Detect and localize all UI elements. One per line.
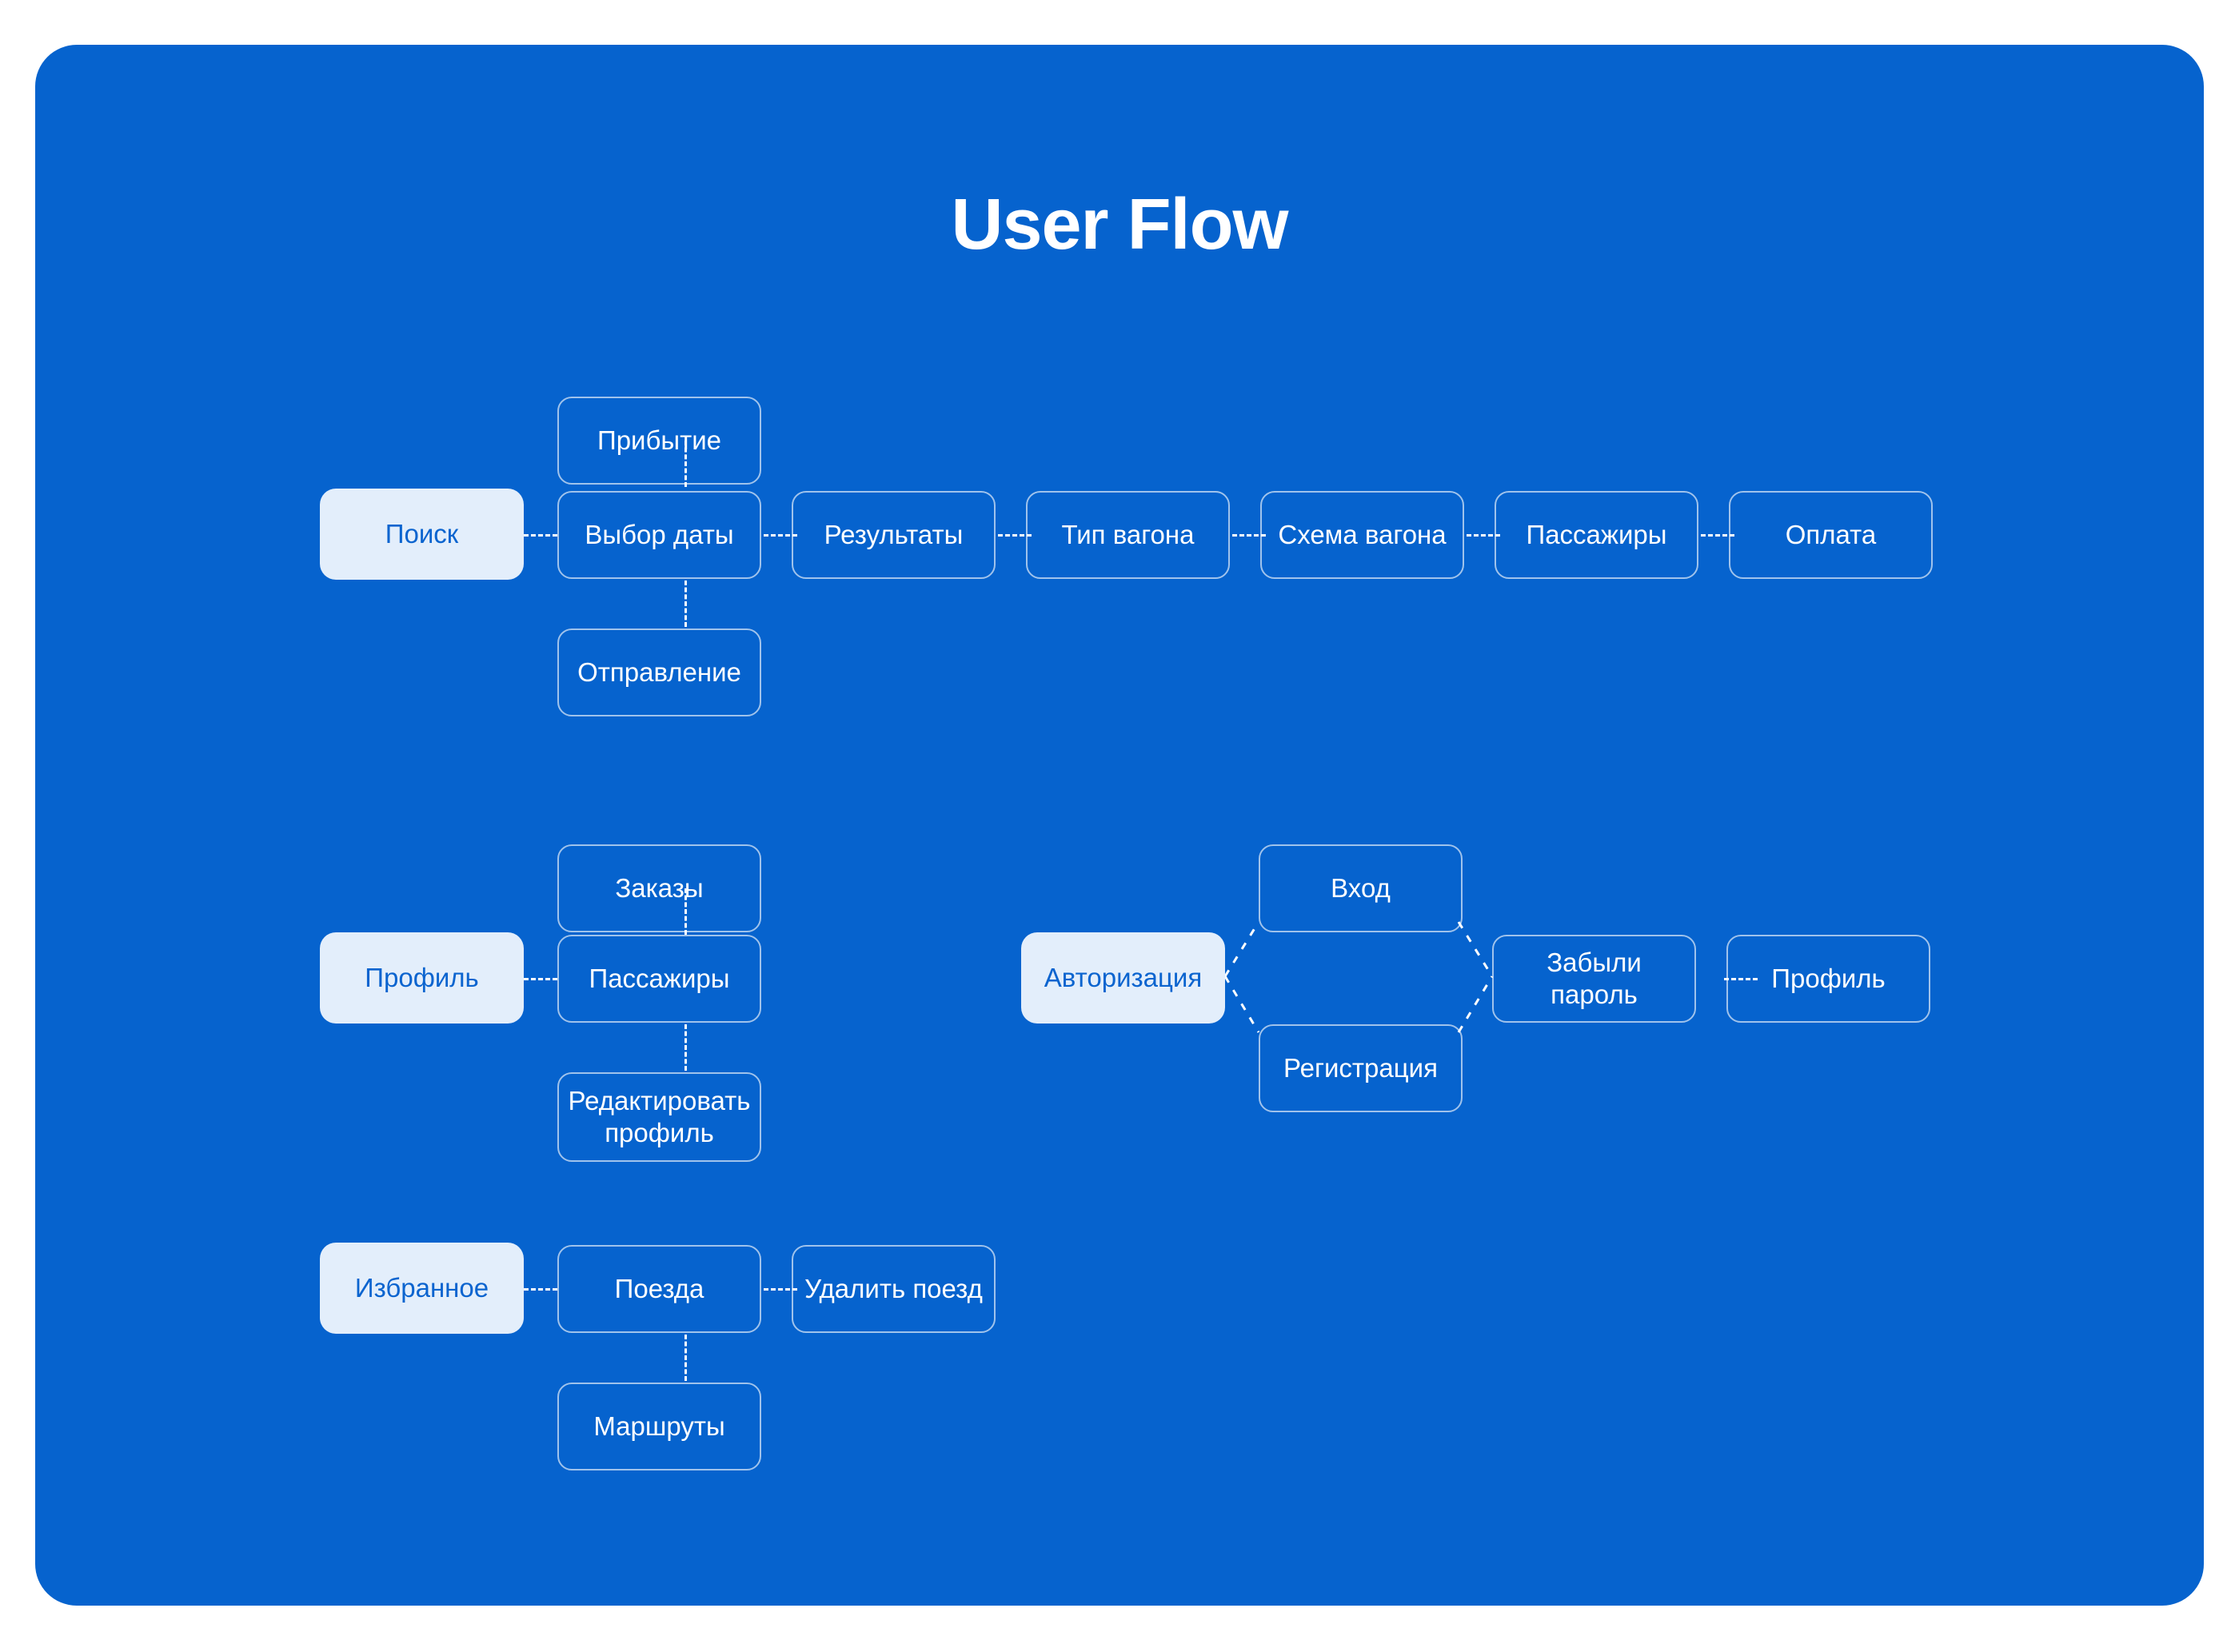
node-car-type[interactable]: Тип вагона (1026, 491, 1230, 579)
node-label: Маршруты (593, 1411, 725, 1441)
node-label: Регистрация (1283, 1052, 1438, 1083)
node-auth-root[interactable]: Авторизация (1021, 932, 1225, 1024)
node-label: Выбор даты (585, 519, 734, 549)
node-profile-root[interactable]: Профиль (320, 932, 524, 1024)
user-flow-panel: User Flow Поиск Прибытие Выбор даты Отпр… (35, 45, 2204, 1606)
node-label: Избранное (354, 1272, 489, 1303)
connector-date-to-departure (684, 581, 687, 627)
node-edit-profile[interactable]: Редактировать профиль (557, 1072, 761, 1162)
node-label: Схема вагона (1278, 519, 1447, 549)
page-title: User Flow (951, 185, 1288, 265)
node-login[interactable]: Вход (1259, 844, 1463, 932)
node-orders[interactable]: Заказы (557, 844, 761, 932)
connector-trains-to-routes (684, 1335, 687, 1381)
node-label: Пассажиры (1526, 519, 1667, 549)
node-results[interactable]: Результаты (792, 491, 996, 579)
node-departure[interactable]: Отправление (557, 628, 761, 716)
node-payment[interactable]: Оплата (1729, 491, 1933, 579)
node-search-root[interactable]: Поиск (320, 489, 524, 580)
node-label: Результаты (824, 519, 964, 549)
node-profile-auth[interactable]: Профиль (1726, 935, 1930, 1023)
node-passengers-profile[interactable]: Пассажиры (557, 935, 761, 1023)
node-label: Редактировать профиль (568, 1085, 751, 1147)
node-favorites-root[interactable]: Избранное (320, 1243, 524, 1334)
node-label: Заказы (615, 872, 704, 903)
connector-search-to-date (524, 534, 557, 537)
node-label: Забыли пароль (1547, 947, 1642, 1009)
node-label: Вход (1331, 872, 1391, 903)
node-register[interactable]: Регистрация (1259, 1024, 1463, 1112)
node-label: Поезда (614, 1273, 704, 1303)
node-label: Отправление (577, 656, 741, 687)
node-label: Профиль (365, 962, 479, 992)
connector-login-to-forgot (1457, 921, 1494, 977)
node-date-select[interactable]: Выбор даты (557, 491, 761, 579)
node-delete-train[interactable]: Удалить поезд (792, 1245, 996, 1333)
node-car-scheme[interactable]: Схема вагона (1260, 491, 1464, 579)
node-label: Профиль (1771, 963, 1886, 993)
node-label: Пассажиры (589, 963, 730, 993)
node-label: Оплата (1785, 519, 1877, 549)
node-label: Удалить поезд (804, 1273, 983, 1303)
connector-auth-branches (1223, 921, 1494, 1033)
node-trains[interactable]: Поезда (557, 1245, 761, 1333)
node-forgot-password[interactable]: Забыли пароль (1492, 935, 1696, 1023)
node-passengers-search[interactable]: Пассажиры (1495, 491, 1698, 579)
connector-favorites-to-trains (524, 1288, 557, 1291)
node-label: Авторизация (1044, 962, 1203, 992)
node-routes[interactable]: Маршруты (557, 1383, 761, 1470)
connector-register-to-forgot (1457, 976, 1494, 1033)
node-label: Прибытие (597, 425, 722, 455)
node-label: Тип вагона (1061, 519, 1195, 549)
node-arrival[interactable]: Прибытие (557, 397, 761, 485)
connector-auth-to-register (1223, 976, 1260, 1033)
connector-profile-to-passengers (524, 978, 557, 980)
connector-auth-to-login (1223, 921, 1260, 977)
node-label: Поиск (385, 518, 459, 549)
connector-passengers-to-editprofile (684, 1024, 687, 1071)
